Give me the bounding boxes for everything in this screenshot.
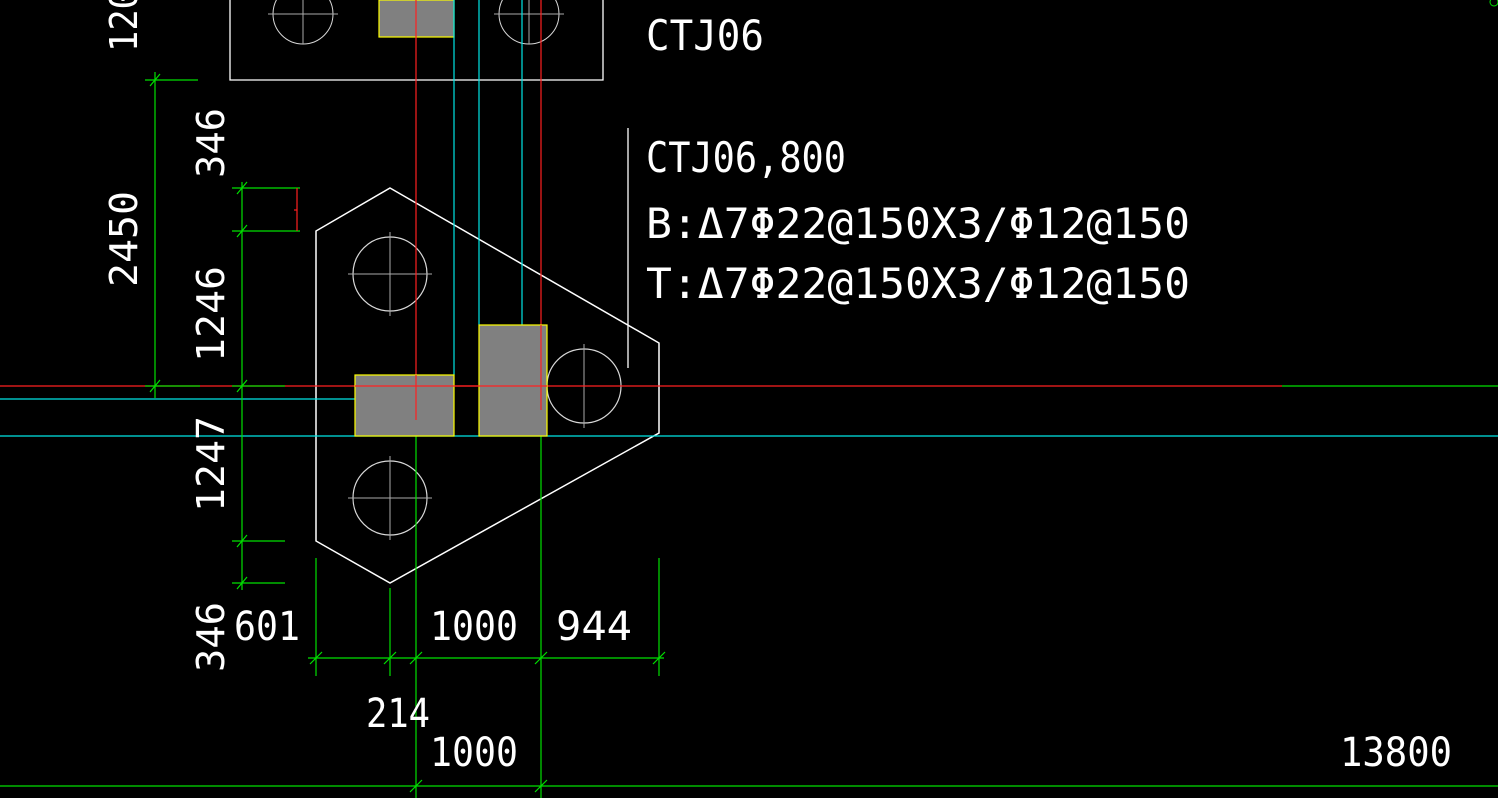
vertical-dimensions bbox=[145, 72, 300, 590]
rebar-top-label: T:Δ7Φ22@150X3/Φ12@150 bbox=[646, 259, 1190, 308]
cap-main-label: CTJ06,800 bbox=[646, 133, 846, 182]
dim-346-bottom: 346 bbox=[189, 602, 233, 672]
horizontal-dimensions bbox=[308, 558, 666, 793]
dim-944: 944 bbox=[556, 604, 632, 650]
corner-marker bbox=[1489, 0, 1498, 7]
dim-1000: 1000 bbox=[430, 604, 518, 650]
dim-2450: 2450 bbox=[102, 191, 146, 287]
dim-1246: 1246 bbox=[189, 266, 233, 362]
column-left[interactable] bbox=[354, 374, 455, 437]
dim-120: 120 bbox=[102, 0, 146, 52]
dim-13800: 13800 bbox=[1340, 730, 1452, 776]
dim-1247: 1247 bbox=[189, 416, 233, 512]
dim-214: 214 bbox=[366, 691, 430, 737]
cap-top-label: CTJ06 bbox=[646, 11, 764, 60]
pile-top bbox=[348, 232, 432, 316]
dim-346-top: 346 bbox=[189, 108, 233, 178]
pile-bottom bbox=[348, 456, 432, 540]
rebar-bottom-label: B:Δ7Φ22@150X3/Φ12@150 bbox=[646, 199, 1190, 248]
dim-1000-bottom: 1000 bbox=[430, 730, 518, 776]
dim-601: 601 bbox=[234, 604, 300, 650]
pile-cap-outline[interactable] bbox=[315, 187, 660, 584]
column-right[interactable] bbox=[478, 324, 548, 437]
